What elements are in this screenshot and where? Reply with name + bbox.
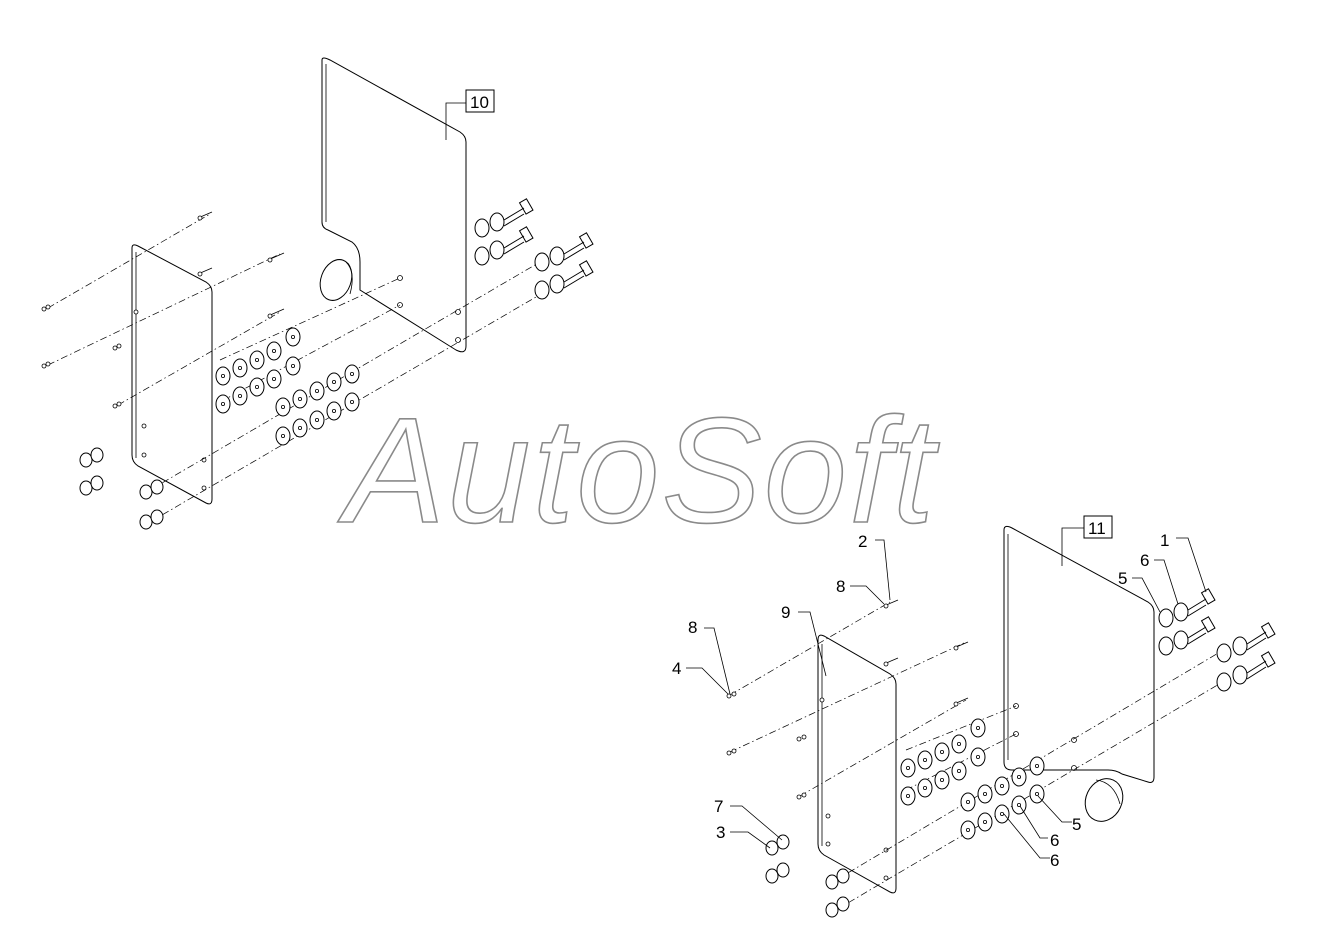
callout-8-upper: 8 bbox=[836, 577, 845, 596]
assembly-label-box-upper bbox=[465, 89, 495, 113]
upper-washers bbox=[215, 327, 360, 446]
callout-6-top: 6 bbox=[1140, 551, 1149, 570]
upper-assembly: 10 bbox=[41, 57, 594, 530]
lower-bolts bbox=[1158, 588, 1276, 692]
callout-3: 3 bbox=[716, 823, 725, 842]
callout-7: 7 bbox=[714, 797, 723, 816]
lower-assembly: 11 1 6 5 2 8 9 8 4 7 3 5 6 6 bbox=[672, 515, 1276, 918]
lower-backing-plate bbox=[817, 634, 897, 894]
callout-6-bottom: 6 bbox=[1050, 851, 1059, 870]
lower-washers bbox=[900, 718, 1045, 840]
lower-reflector bbox=[1084, 778, 1124, 822]
upper-small-screws bbox=[41, 211, 285, 409]
leader-lines bbox=[686, 527, 1207, 859]
upper-bolts bbox=[474, 198, 594, 300]
assembly-label-box-lower bbox=[1083, 515, 1113, 539]
lower-small-screws bbox=[726, 599, 969, 800]
lower-large-plate bbox=[1003, 525, 1155, 783]
callout-5-bottom: 5 bbox=[1072, 815, 1081, 834]
callout-5-top: 5 bbox=[1118, 569, 1127, 588]
upper-backing-plate bbox=[131, 244, 213, 505]
upper-nuts bbox=[79, 447, 164, 530]
callout-2: 2 bbox=[858, 532, 867, 551]
callout-4: 4 bbox=[672, 659, 681, 678]
assembly-label-upper: 10 bbox=[470, 93, 489, 112]
callout-8-left: 8 bbox=[688, 618, 697, 637]
upper-reflector bbox=[319, 259, 353, 301]
assembly-label-lower: 11 bbox=[1088, 519, 1106, 538]
upper-large-plate bbox=[321, 57, 467, 353]
callout-6-mid: 6 bbox=[1050, 831, 1059, 850]
lower-nuts bbox=[765, 834, 850, 918]
callout-1: 1 bbox=[1160, 531, 1169, 550]
watermark-text: AutoSoft bbox=[337, 386, 940, 554]
callout-9: 9 bbox=[781, 603, 790, 622]
